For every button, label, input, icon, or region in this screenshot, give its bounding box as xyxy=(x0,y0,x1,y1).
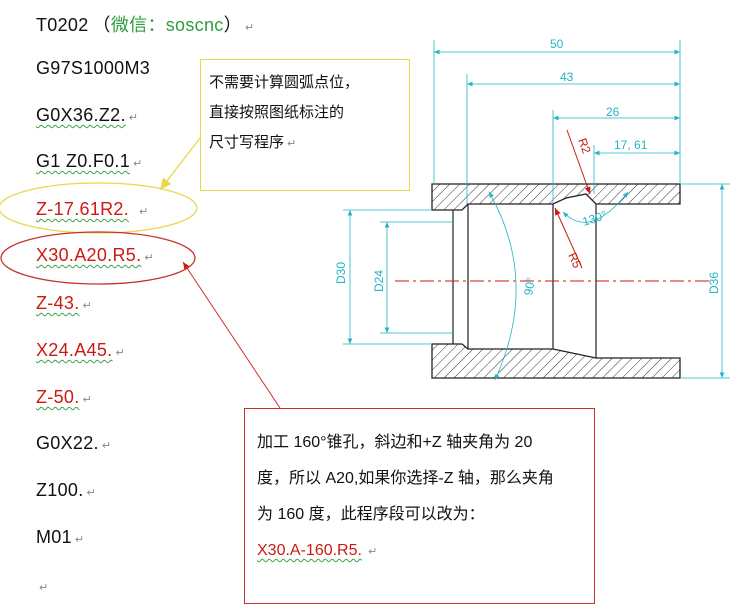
paragraph-mark-icon: ↵ xyxy=(82,300,93,312)
part-section-bottom xyxy=(431,343,681,379)
program-line-g0x36: G0X36.Z2.↵ xyxy=(36,105,138,126)
dim-90: 90° xyxy=(521,276,538,296)
program-code: T0202 xyxy=(36,15,89,35)
program-line-g1z0: G1 Z0.F0.1↵ xyxy=(36,151,143,172)
paragraph-mark-icon: ↵ xyxy=(82,394,93,406)
red-note-line: X30.A-160.R5. ↵ xyxy=(257,533,584,570)
program-line-empty: ↵ xyxy=(36,575,49,596)
program-line-m01: M01↵ xyxy=(36,527,84,548)
paragraph-mark-icon: ↵ xyxy=(367,546,378,558)
paren-close: ） xyxy=(223,15,242,35)
yellow-note-line: 直接按照图纸标注的 xyxy=(209,104,345,121)
dim-d24: D24 xyxy=(372,270,386,292)
program-code: Z-43. xyxy=(36,293,80,313)
program-line-x30a20: X30.A20.R5.↵ xyxy=(36,245,154,266)
program-line-x24a45: X24.A45.↵ xyxy=(36,340,125,361)
red-note-line: 加工 160°锥孔，斜边和+Z 轴夹角为 20 xyxy=(257,434,533,451)
red-note-line: 为 160 度，此程序段可以改为： xyxy=(257,506,485,523)
dim-43: 43 xyxy=(560,70,574,84)
program-code: Z-50. xyxy=(36,387,80,407)
program-line-z50: Z-50.↵ xyxy=(36,387,92,408)
red-note-code: X30.A-160.R5. xyxy=(257,542,362,559)
yellow-note-line: 尺寸写程序↵ xyxy=(209,128,401,159)
dim-26: 26 xyxy=(606,105,620,119)
part-section-top xyxy=(431,183,681,211)
red-connector-arrow xyxy=(182,261,281,409)
paragraph-mark-icon: ↵ xyxy=(39,582,49,594)
paragraph-mark-icon: ↵ xyxy=(115,347,125,359)
program-line-g97: G97S1000M3 xyxy=(36,58,150,79)
dim-d30: D30 xyxy=(334,262,348,284)
paragraph-mark-icon: ↵ xyxy=(128,112,139,124)
highlight-ellipse-red xyxy=(0,231,196,285)
program-code: X30.A20.R5. xyxy=(36,245,142,265)
program-code: G1 Z0.F0.1 xyxy=(36,151,131,171)
dim-r2: R2 xyxy=(575,136,594,156)
yellow-note-text: 尺寸写程序 xyxy=(209,134,285,151)
program-line-g0x22: G0X22.↵ xyxy=(36,433,111,454)
dim-r5: R5 xyxy=(565,251,584,271)
program-line-t0202: T0202（微信：soscnc）↵ xyxy=(36,11,254,37)
yellow-note-line: 不需要计算圆弧点位， xyxy=(209,74,360,91)
wechat-id: 微信：soscnc xyxy=(110,15,224,35)
paragraph-mark-icon: ↵ xyxy=(86,487,97,499)
red-note-line: 度，所以 A20,如果你选择-Z 轴，那么夹角 xyxy=(257,470,554,487)
program-line-z1761: Z-17.61R2. ↵ xyxy=(36,199,149,220)
dim-17-61: 17, 61 xyxy=(614,138,648,152)
dim-50: 50 xyxy=(550,37,564,51)
paragraph-mark-icon: ↵ xyxy=(144,252,154,264)
program-line-z43: Z-43.↵ xyxy=(36,293,92,314)
paragraph-mark-icon: ↵ xyxy=(287,138,297,150)
program-line-z100: Z100.↵ xyxy=(36,480,96,501)
program-code: G0X22. xyxy=(36,433,99,453)
paragraph-mark-icon: ↵ xyxy=(139,206,149,218)
red-note-box: 加工 160°锥孔，斜边和+Z 轴夹角为 20 度，所以 A20,如果你选择-Z… xyxy=(244,408,595,604)
highlight-ellipse-yellow xyxy=(0,182,198,234)
yellow-note-box: 不需要计算圆弧点位， 直接按照图纸标注的 尺寸写程序↵ xyxy=(200,59,410,191)
program-code: Z100. xyxy=(36,480,84,500)
paragraph-mark-icon: ↵ xyxy=(133,158,143,170)
program-code: Z-17.61R2. xyxy=(36,199,130,219)
paren-open: （ xyxy=(92,15,111,35)
paragraph-mark-icon: ↵ xyxy=(244,22,255,34)
program-code: M01 xyxy=(36,527,72,547)
program-code: G0X36.Z2. xyxy=(36,105,126,125)
paragraph-mark-icon: ↵ xyxy=(74,534,85,546)
paragraph-mark-icon: ↵ xyxy=(101,440,112,452)
program-code: G97S1000M3 xyxy=(36,58,151,78)
dim-130: 130° xyxy=(581,208,609,229)
dim-d36: D36 xyxy=(707,272,721,294)
program-code: X24.A45. xyxy=(36,340,113,360)
